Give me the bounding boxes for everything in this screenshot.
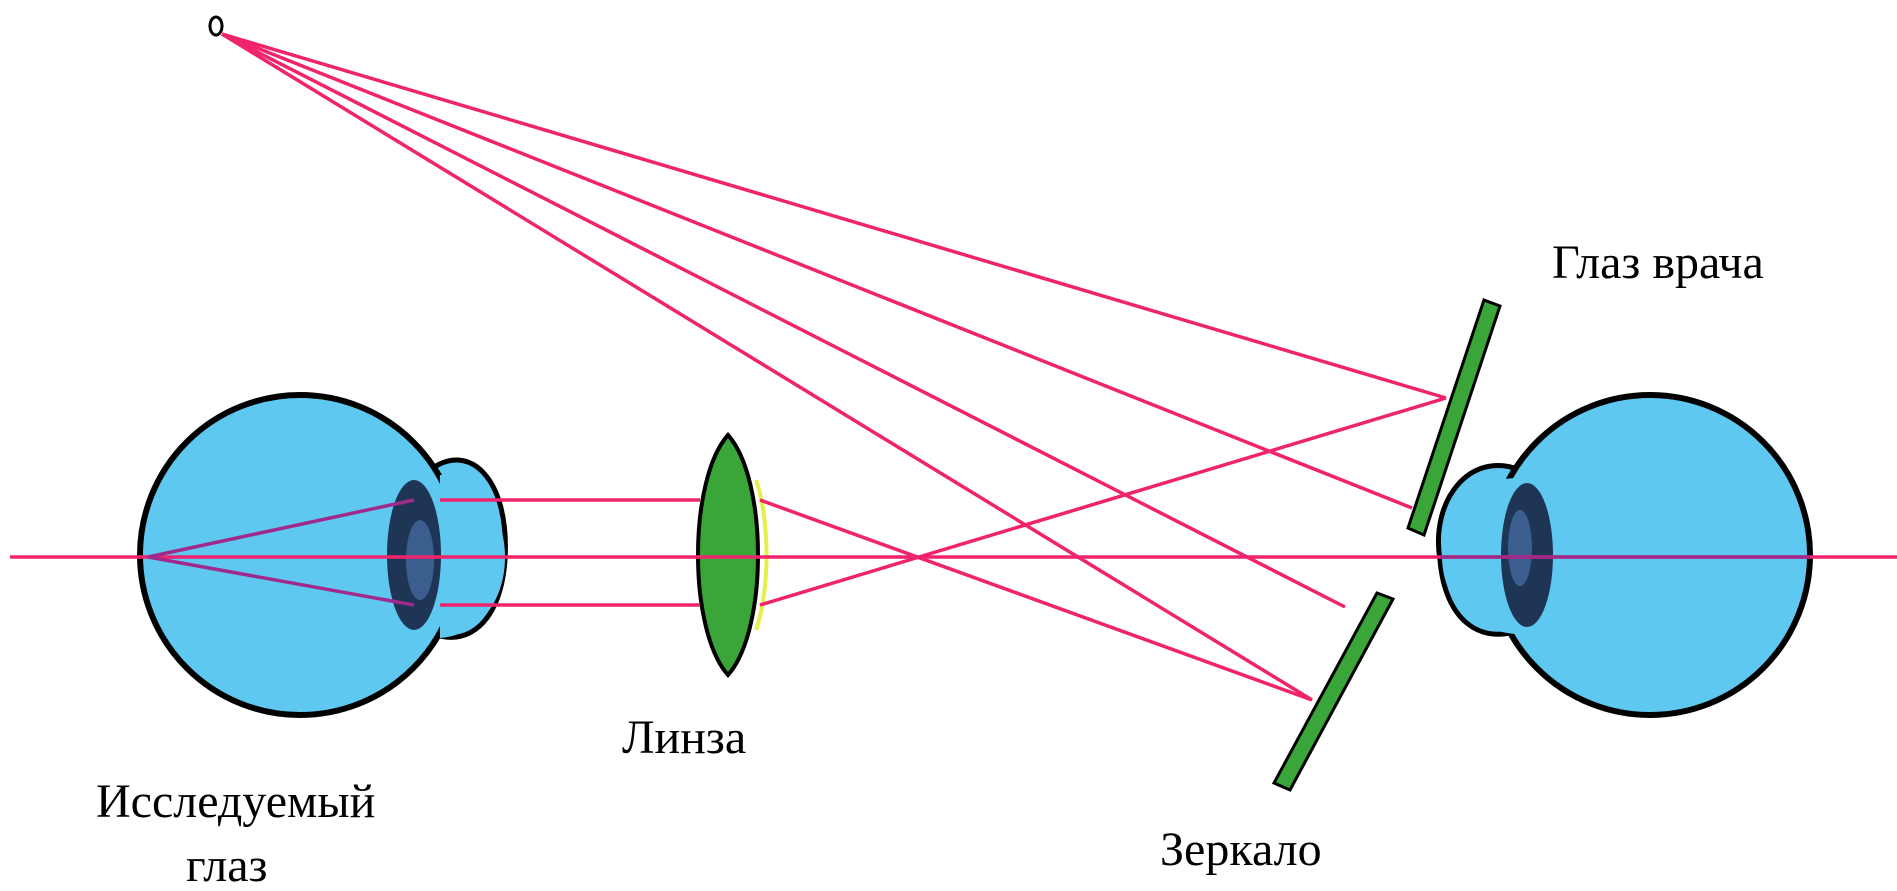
label-examined-eye-line1: Исследуемый xyxy=(96,775,375,828)
lens-highlight xyxy=(754,479,769,631)
examined-eye-lens-highlight xyxy=(406,520,434,600)
label-examined-eye-line2: глаз xyxy=(186,839,267,891)
label-doctor-eye: Глаз врача xyxy=(1552,236,1764,289)
light-rays xyxy=(10,32,1897,702)
ray-source-2 xyxy=(221,32,1413,510)
inner-ray-bottom xyxy=(147,555,415,607)
inner-rays xyxy=(147,498,415,607)
lens xyxy=(696,431,769,679)
light-source xyxy=(208,15,224,37)
mirror-lower xyxy=(1271,591,1396,792)
mirror-upper xyxy=(1406,298,1502,538)
ray-source-3 xyxy=(221,32,1346,609)
ray-source-1 xyxy=(221,32,1447,400)
doctor-eye-lens-highlight xyxy=(1508,510,1532,586)
ray-mirror-reflect-1 xyxy=(759,396,1447,607)
inner-ray-top xyxy=(147,498,415,559)
mirror xyxy=(1271,298,1502,792)
lens-body xyxy=(696,431,760,679)
label-mirror: Зеркало xyxy=(1160,823,1322,876)
ray-mirror-reflect-2 xyxy=(759,498,1313,702)
examined-eye xyxy=(137,392,508,718)
doctor-eye xyxy=(1436,392,1813,718)
label-lens: Линза xyxy=(622,711,746,764)
ray-source-4 xyxy=(221,32,1313,702)
